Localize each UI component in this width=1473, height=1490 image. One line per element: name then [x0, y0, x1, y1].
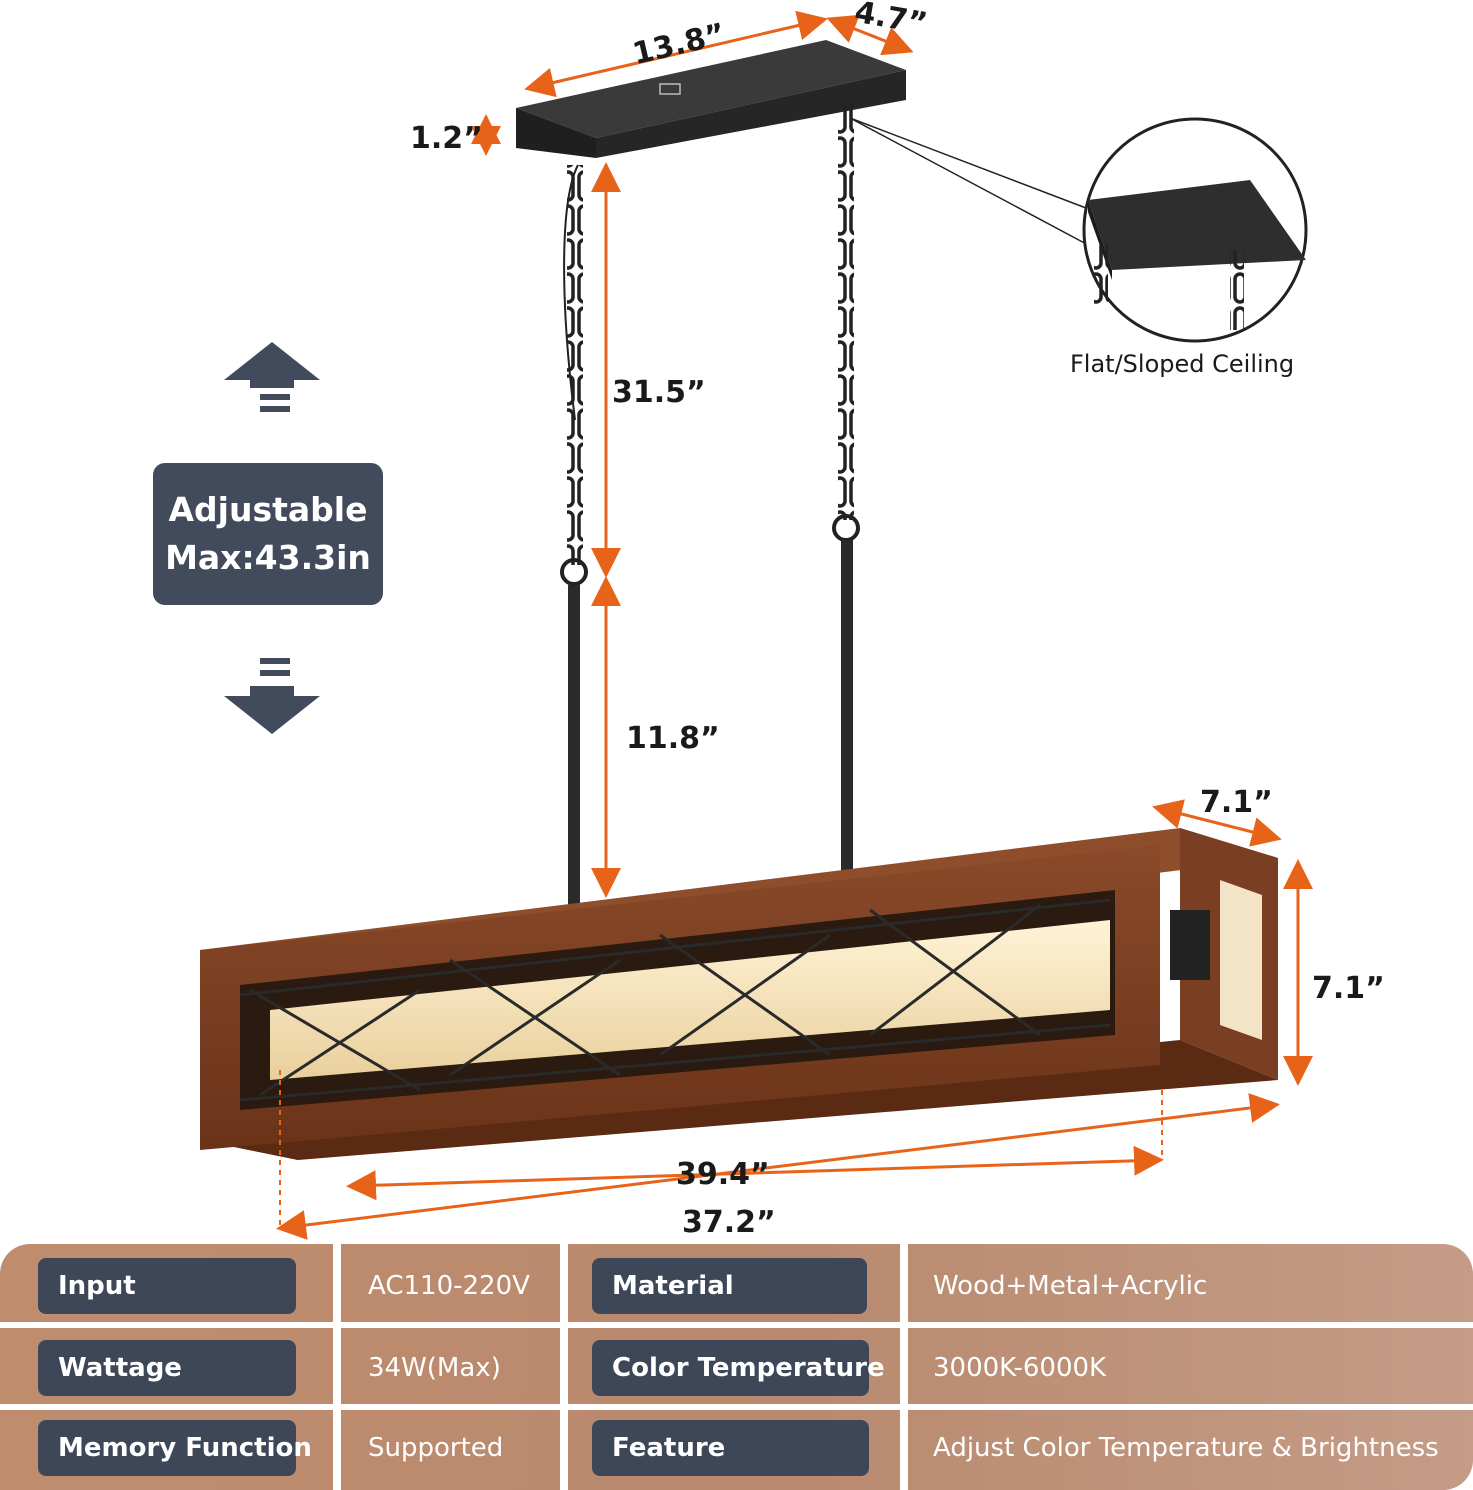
spec-table: Input AC110-220V Material Wood+Metal+Acr…	[0, 1244, 1473, 1490]
spec-value-feature: Adjust Color Temperature & Brightness	[933, 1433, 1439, 1463]
spec-value-material: Wood+Metal+Acrylic	[933, 1271, 1208, 1301]
adjustable-line1: Adjustable	[168, 490, 368, 529]
spec-row: Input AC110-220V Material Wood+Metal+Acr…	[0, 1258, 1473, 1334]
hanging-rods	[568, 540, 853, 980]
arrow-down-icon	[224, 658, 320, 734]
wood-fixture	[200, 828, 1278, 1160]
hanging-chains	[560, 100, 860, 586]
adjustable-line2: Max:43.3in	[165, 538, 371, 577]
fixture-depth-label: 7.1”	[1200, 785, 1273, 820]
spec-row: Wattage 34W(Max) Color Temperature 3000K…	[0, 1340, 1473, 1416]
spec-value-color-temperature: 3000K-6000K	[933, 1353, 1107, 1383]
inner-length-label: 37.2”	[682, 1205, 776, 1240]
canopy-height-label: 1.2”	[410, 121, 483, 156]
chain-length-label: 31.5”	[612, 375, 706, 410]
spec-label-input: Input	[38, 1258, 296, 1314]
fixture-length-label: 39.4”	[676, 1157, 770, 1192]
canopy-width-label: 4.7”	[852, 0, 930, 42]
fixture-height-label: 7.1”	[1312, 971, 1385, 1006]
ceiling-inset	[849, 117, 1308, 343]
spec-label-material: Material	[592, 1258, 867, 1314]
spec-label-feature: Feature	[592, 1420, 869, 1476]
arrow-up-icon	[224, 342, 320, 412]
adjustable-badge: Adjustable Max:43.3in	[153, 463, 383, 605]
spec-row: Memory Function Supported Feature Adjust…	[0, 1420, 1473, 1490]
product-diagram: 13.8” 4.7” 1.2” 31.5” 11.8” 7.1” 7.1” 39…	[200, 0, 1385, 1240]
spec-value-wattage: 34W(Max)	[368, 1353, 501, 1383]
canopy-length-label: 13.8”	[629, 17, 728, 72]
spec-label-wattage: Wattage	[38, 1340, 296, 1396]
spec-label-memory-function: Memory Function	[38, 1420, 312, 1476]
dimension-lines	[276, 10, 1313, 1240]
rod-length-label: 11.8”	[626, 721, 720, 756]
spec-value-input: AC110-220V	[368, 1271, 530, 1301]
spec-label-color-temperature: Color Temperature	[592, 1340, 885, 1396]
spec-value-memory-function: Supported	[368, 1433, 504, 1463]
inset-caption: Flat/Sloped Ceiling	[1070, 350, 1294, 378]
